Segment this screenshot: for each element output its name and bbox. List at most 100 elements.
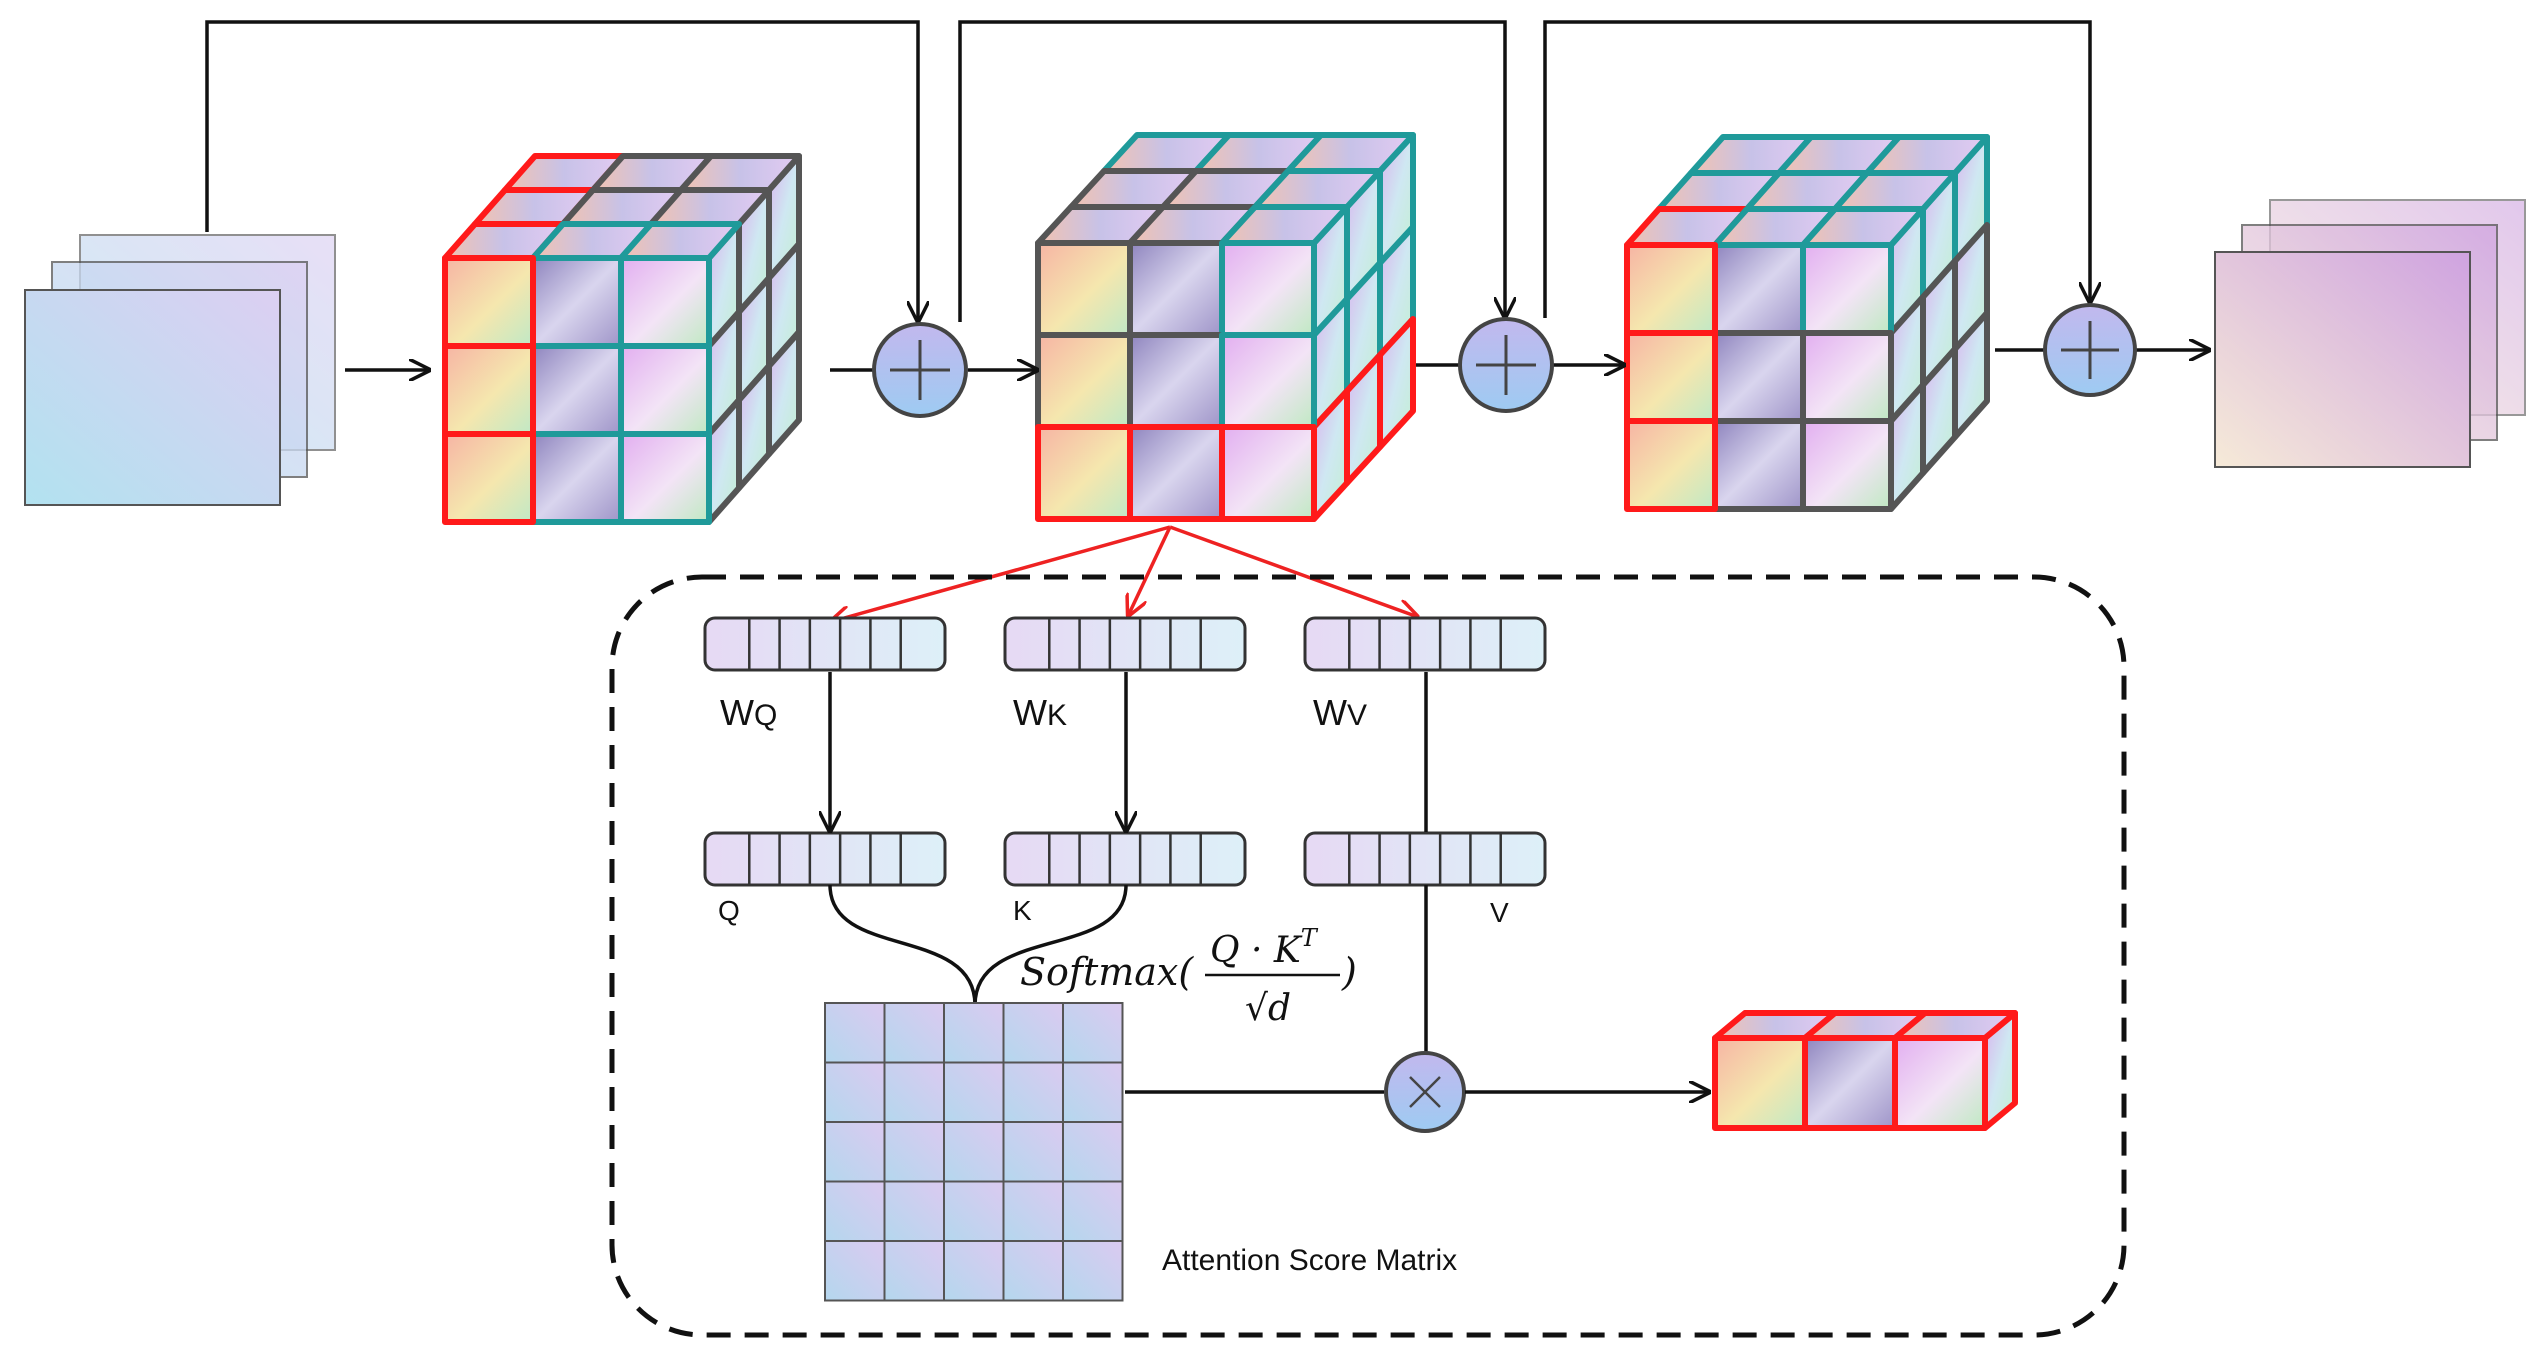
cube-front-face (1800, 242, 1894, 336)
cube-front-face (1624, 418, 1718, 512)
cube-front-face (1219, 332, 1317, 430)
out-row-front-face (1712, 1035, 1808, 1131)
matrix-cell (1002, 1180, 1064, 1242)
cube-front-face (1127, 424, 1225, 522)
cube-front-face (1035, 332, 1133, 430)
matrix-cell (1062, 1121, 1124, 1183)
cube-front-face (1127, 240, 1225, 338)
cube-front-face (1800, 418, 1894, 512)
cube-front-face (1624, 330, 1718, 424)
cube-front-face (442, 255, 536, 349)
cube-front-face (1800, 330, 1894, 424)
skip-connection-2 (958, 20, 1505, 322)
matrix-cell (824, 1002, 886, 1064)
out-row-front-face (1892, 1035, 1988, 1131)
cube-front-face (1624, 242, 1718, 336)
matrix-cell (1062, 1061, 1124, 1123)
cube-front-face (530, 343, 624, 437)
matrix-cell (1062, 1240, 1124, 1302)
multiply-operator (1384, 1051, 1466, 1133)
skip-connection-3 (1543, 20, 2090, 318)
cube-front-face (618, 255, 712, 349)
cube-front-face (442, 431, 536, 525)
cube-3 (1624, 134, 1990, 512)
matrix-cell (883, 1240, 945, 1302)
label-k: K (1013, 895, 1032, 926)
svg-text:√d: √d (1245, 988, 1291, 1029)
matrix-cell (883, 1002, 945, 1064)
add-operator-2 (1458, 317, 1554, 413)
matrix-cell (943, 1180, 1005, 1242)
skip-connection-1 (205, 20, 918, 322)
cube-front-face (1219, 240, 1317, 338)
cube-front-face (1712, 242, 1806, 336)
vector-bar (703, 616, 947, 672)
value-vector (1303, 831, 1547, 887)
vector-bar (1003, 616, 1247, 672)
weight-vector-wv (1303, 616, 1547, 672)
svg-text:Softmax(: Softmax( (1020, 950, 1194, 994)
add-operator-1 (872, 322, 968, 418)
matrix-cell (824, 1240, 886, 1302)
out-row-front-face (1802, 1035, 1898, 1131)
attention-score-matrix-caption: Attention Score Matrix (1162, 1244, 1457, 1277)
matrix-cell (943, 1061, 1005, 1123)
red-arrow-to-wq (830, 525, 1171, 622)
cube-front-face (530, 431, 624, 525)
skip-connections (205, 20, 2090, 322)
vector-bar (1303, 616, 1547, 672)
matrix-cell (943, 1121, 1005, 1183)
matrix-cell (883, 1121, 945, 1183)
label-v: V (1490, 897, 1509, 928)
cube-front-face (1712, 330, 1806, 424)
output-feature-maps (2214, 199, 2526, 468)
matrix-cell (943, 1240, 1005, 1302)
svg-text:Q · KT: Q · KT (1210, 924, 1319, 971)
matrix-cell (1002, 1002, 1064, 1064)
attention-boundary (609, 574, 2127, 1338)
label-q: Q (718, 895, 740, 926)
cube-front-face (1035, 424, 1133, 522)
cube-2 (1035, 132, 1416, 522)
main-flow-arrows (345, 350, 2210, 370)
query-vector (703, 831, 947, 887)
matrix-cell (883, 1180, 945, 1242)
matrix-cell (1002, 1240, 1064, 1302)
matrix-cell (824, 1121, 886, 1183)
weight-vector-wq (703, 616, 947, 672)
cube-1 (442, 153, 802, 525)
matrix-cell (824, 1180, 886, 1242)
key-vector (1003, 831, 1247, 887)
cube-front-face (618, 343, 712, 437)
svg-text:): ) (1341, 950, 1357, 994)
cube-front-face (1127, 332, 1225, 430)
input-feature-maps (24, 234, 336, 506)
cube-front-face (442, 343, 536, 437)
matrix-cell (824, 1061, 886, 1123)
attention-output-row (1712, 1010, 2018, 1131)
matrix-cell (883, 1061, 945, 1123)
cube-front-face (1712, 418, 1806, 512)
label-wv: WV (1313, 692, 1367, 733)
split-arrows (830, 525, 1418, 622)
label-wk: WK (1013, 692, 1067, 733)
red-arrow-to-wk (1128, 526, 1172, 616)
red-arrow-to-wv (1169, 525, 1418, 617)
matrix-cell (1062, 1180, 1124, 1242)
weight-vector-wk (1003, 616, 1247, 672)
attention-module: WQ WK WV Q K V Softmax( Q · KT √d ) Atte… (609, 574, 2127, 1338)
cube-front-face (618, 431, 712, 525)
cube-front-face (1219, 424, 1317, 522)
vector-bar (703, 831, 947, 887)
attention-score-matrix (824, 1002, 1124, 1302)
cube-front-face (1035, 240, 1133, 338)
cube-front-face (530, 255, 624, 349)
matrix-cell (1002, 1061, 1064, 1123)
matrix-cell (943, 1002, 1005, 1064)
label-wq: WQ (720, 692, 777, 733)
add-operator-3 (2043, 303, 2137, 397)
matrix-cell (1002, 1121, 1064, 1183)
softmax-formula: Softmax( Q · KT √d ) (1020, 924, 1357, 1029)
vector-bar (1303, 831, 1547, 887)
